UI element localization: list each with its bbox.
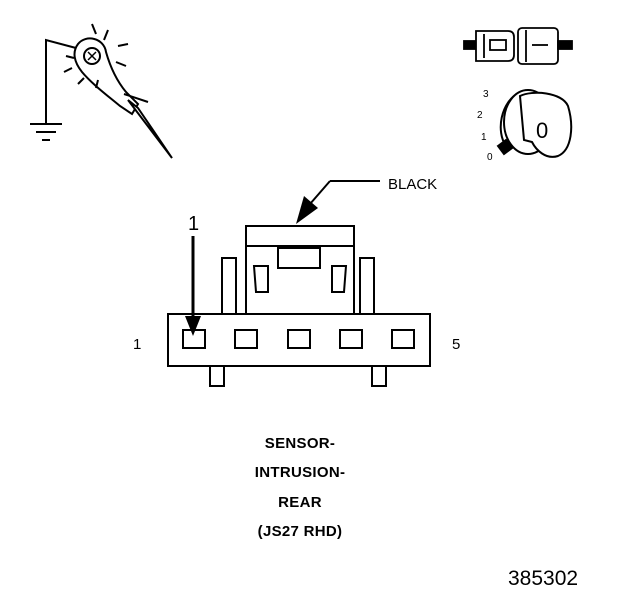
connector-foot-left xyxy=(209,365,225,387)
pin-cavity-2 xyxy=(234,329,258,349)
ignition-pointer xyxy=(496,138,514,156)
pin-indicator-label: 1 xyxy=(188,213,199,235)
wire-color-label: BLACK xyxy=(388,176,437,193)
figure-number: 385302 xyxy=(508,567,579,590)
guide-post-left xyxy=(221,257,237,315)
pin-indicator-arrow xyxy=(185,236,201,336)
probe-needle xyxy=(127,99,173,159)
caption-line-4: (JS27 RHD) xyxy=(257,523,343,540)
ignition-pos-2: 2 xyxy=(477,110,483,121)
connector-foot-right xyxy=(371,365,387,387)
pin-number-right: 5 xyxy=(452,336,460,353)
probe-body xyxy=(73,37,140,116)
ignition-pos-1: 1 xyxy=(481,132,487,143)
ground-lead xyxy=(45,38,77,124)
ignition-switch-icon xyxy=(496,89,573,158)
ignition-pos-3: 3 xyxy=(483,89,489,100)
locking-tab xyxy=(277,247,321,269)
pin-cavity-5 xyxy=(391,329,415,349)
wire-color-arrowhead xyxy=(296,196,318,224)
caption-line-3: REAR xyxy=(278,494,322,511)
guide-post-right xyxy=(359,257,375,315)
latch-hook-right xyxy=(331,265,348,293)
latch-hook-left xyxy=(252,265,269,293)
pin-cavity-4 xyxy=(339,329,363,349)
disconnect-connector-icon xyxy=(463,27,573,65)
ignition-key-label: 0 xyxy=(536,118,548,143)
wire-color-pointer xyxy=(296,180,380,224)
pin-cavity-3 xyxy=(287,329,311,349)
ignition-key xyxy=(518,91,573,158)
caption-line-1: SENSOR- xyxy=(264,435,336,452)
caption-line-2: INTRUSION- xyxy=(254,464,346,481)
test-probe-icon xyxy=(30,23,173,159)
ignition-pos-0: 0 xyxy=(487,152,493,163)
connector-body xyxy=(167,225,431,387)
pin-number-left: 1 xyxy=(133,336,141,353)
